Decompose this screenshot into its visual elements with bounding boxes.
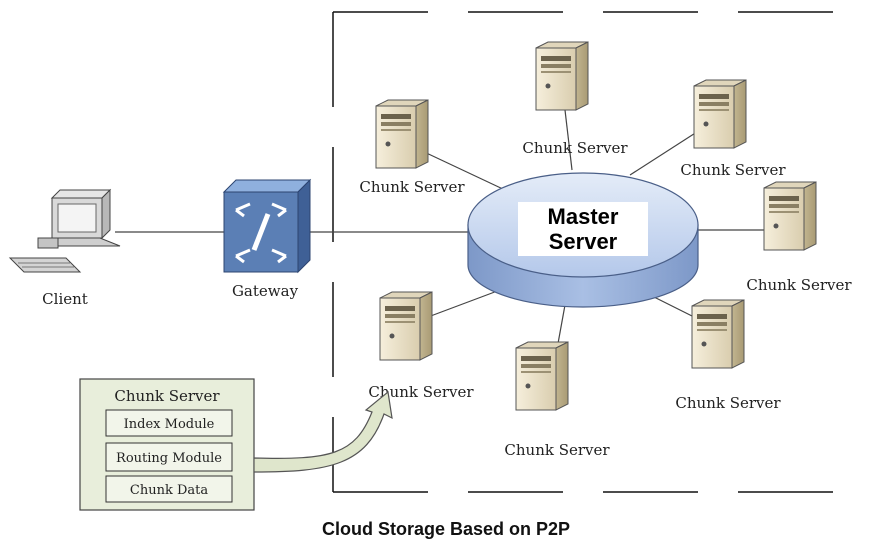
chunk-server-label-1: Chunk Server: [359, 178, 465, 196]
chunk-server-icon-3: [693, 79, 747, 149]
cloud-region-border: [332, 11, 868, 493]
chunk-server-label-6: Chunk Server: [504, 441, 610, 459]
chunk-server-icon-7: [379, 291, 433, 361]
link-master-server-3: [629, 129, 701, 176]
chunk-server-icon-2: [535, 41, 589, 111]
master-label-line1: Master: [548, 204, 619, 229]
chunk-server-icon-1: [375, 99, 429, 169]
link-master-server-1: [419, 149, 506, 191]
master-server: Master Server: [467, 172, 699, 308]
chunk-server-label-7: Chunk Server: [368, 383, 474, 401]
link-master-server-7: [419, 289, 501, 321]
connection-lines: [115, 109, 765, 361]
link-master-server-2: [564, 109, 573, 171]
chunk-server-detail-box: Chunk Server Index Module Routing Module…: [79, 378, 255, 511]
module-label-routing: Routing Module: [116, 451, 222, 466]
chunk-server-label-2: Chunk Server: [522, 139, 628, 157]
chunk-server-icon-6: [515, 341, 569, 411]
chunk-server-label-4: Chunk Server: [746, 276, 852, 294]
detail-box-title: Chunk Server: [114, 387, 220, 405]
client-label: Client: [42, 290, 88, 308]
module-box-chunk-data: [105, 475, 233, 503]
chunk-server-icon-4: [763, 181, 817, 251]
chunk-server-icon-5: [691, 299, 745, 369]
detail-arrow: [253, 390, 393, 473]
module-box-index: [105, 409, 233, 437]
gateway-icon: [222, 178, 312, 274]
module-label-chunk-data: Chunk Data: [130, 483, 208, 498]
client-computer-icon: [8, 188, 121, 273]
module-label-index: Index Module: [124, 417, 215, 432]
module-box-routing: [105, 442, 233, 472]
chunk-server-label-3: Chunk Server: [680, 161, 786, 179]
master-label-line2: Server: [549, 229, 618, 254]
gateway-label: Gateway: [232, 282, 299, 300]
chunk-server-label-5: Chunk Server: [675, 394, 781, 412]
diagram-caption: Cloud Storage Based on P2P: [322, 519, 570, 539]
